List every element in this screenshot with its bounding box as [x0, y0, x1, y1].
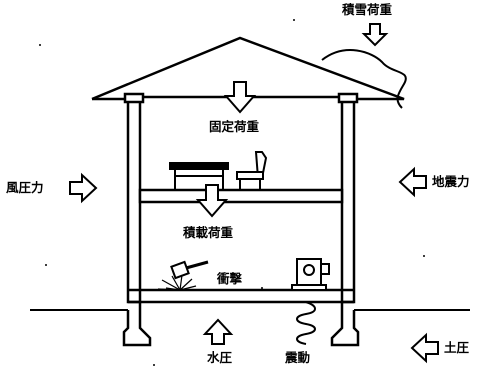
seismic-force-label: 地震力 [432, 174, 470, 189]
roof-outline [91, 36, 405, 101]
snow-curl [321, 49, 407, 109]
water-pressure-arrow-icon [202, 318, 234, 345]
spring-icon [296, 301, 316, 345]
snow-load-arrow-icon [361, 23, 389, 47]
seismic-force-arrow-icon [398, 166, 427, 198]
chair-icon [236, 151, 268, 190]
post-left-cap [123, 92, 145, 104]
post-left [126, 95, 142, 304]
live-load-label: 積載荷重 [183, 225, 234, 240]
foundation-right [330, 302, 360, 347]
vibration-label: 震動 [285, 350, 311, 365]
live-load-arrow-icon [195, 184, 229, 218]
wind-pressure-label: 風圧力 [6, 180, 44, 195]
table-icon [169, 162, 229, 190]
foundation-left [122, 302, 152, 347]
post-right-cap [337, 92, 359, 104]
impact-burst-icon [157, 274, 197, 291]
impact-label: 衝撃 [217, 271, 243, 286]
snow-load-label: 積雪荷重 [342, 2, 393, 17]
earth-pressure-arrow-icon [410, 332, 439, 364]
motor-icon [291, 258, 330, 291]
second-floor-slab [138, 188, 344, 204]
earth-pressure-label: 土圧 [444, 340, 470, 355]
hammer-icon [170, 260, 209, 280]
dead-load-arrow-icon [223, 81, 257, 114]
speckle-marks [39, 19, 425, 366]
wind-pressure-arrow-icon [69, 172, 98, 204]
dead-load-label: 固定荷重 [209, 119, 260, 134]
post-right [340, 95, 356, 304]
water-pressure-label: 水圧 [207, 350, 233, 365]
